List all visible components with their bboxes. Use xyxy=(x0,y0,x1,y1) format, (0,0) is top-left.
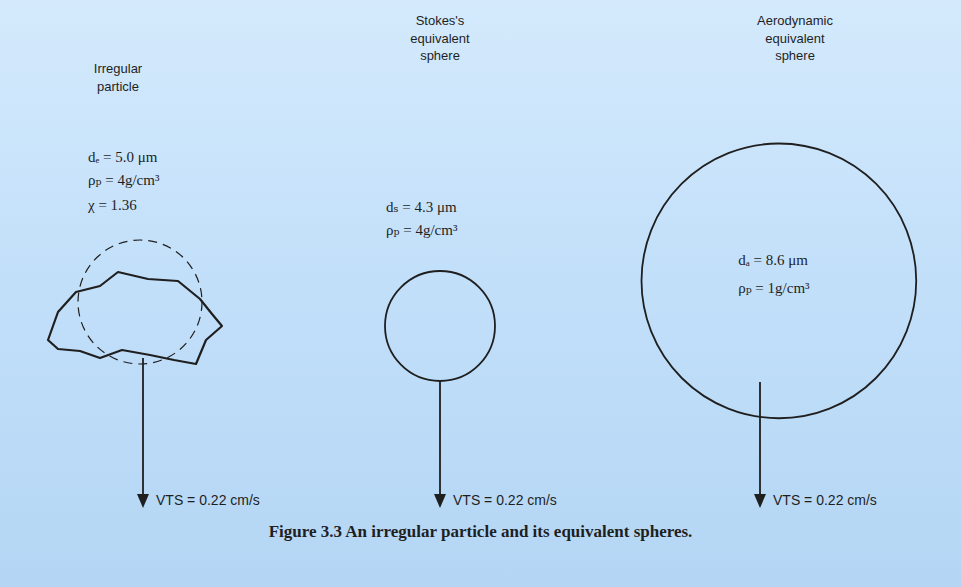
parameter-label: ρₚ = 4g/cm³ xyxy=(386,221,457,240)
equivalent-volume-circle xyxy=(78,240,202,364)
settling-arrow xyxy=(142,358,144,500)
parameter-label: χ = 1.36 xyxy=(88,196,137,215)
parameter-label: ρₚ = 4g/cm³ xyxy=(88,171,159,190)
velocity-label: VTS = 0.22 cm/s xyxy=(453,492,557,510)
figure-caption: Figure 3.3 An irregular particle and its… xyxy=(100,521,861,542)
stokes-sphere xyxy=(385,271,495,381)
aerodynamic-sphere: dₐ = 8.6 μmρₚ = 1g/cm³ xyxy=(640,142,918,420)
arrowhead xyxy=(434,494,446,508)
column-heading: Aerodynamic equivalent sphere xyxy=(750,12,840,65)
parameter-label: dₛ = 4.3 μm xyxy=(386,198,457,217)
parameter-label: dₑ = 5.0 μm xyxy=(88,148,158,167)
settling-arrow xyxy=(439,381,441,500)
node-text-group: dₐ = 8.6 μmρₚ = 1g/cm³ xyxy=(738,247,809,303)
irregular-particle xyxy=(48,272,222,364)
parameter-label: ρₚ = 1g/cm³ xyxy=(738,275,809,303)
parameter-label: dₐ = 8.6 μm xyxy=(738,247,809,275)
velocity-label: VTS = 0.22 cm/s xyxy=(156,492,260,510)
column-heading: Irregular particle xyxy=(73,60,163,95)
settling-arrow xyxy=(759,382,761,500)
sphere-circle xyxy=(642,144,917,419)
arrowhead xyxy=(754,494,766,508)
velocity-label: VTS = 0.22 cm/s xyxy=(773,492,877,510)
arrowhead xyxy=(137,494,149,508)
column-heading: Stokes's equivalent sphere xyxy=(395,12,485,65)
